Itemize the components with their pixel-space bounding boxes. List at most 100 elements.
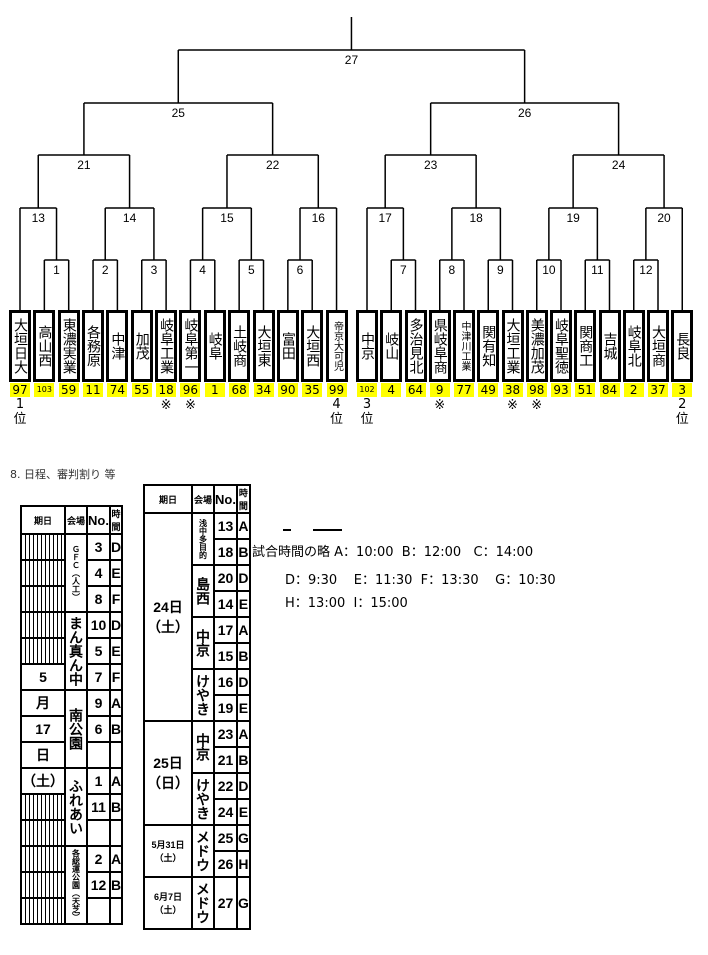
date-cell: 24日（土）: [143, 512, 193, 722]
team-box: 大垣西: [301, 310, 324, 382]
date-cell: 25日（日）: [143, 720, 193, 826]
time-cell: A: [235, 512, 251, 540]
team-name: 大垣商: [650, 325, 666, 367]
team-box: 関有知: [477, 310, 500, 382]
team-box: 大垣商: [647, 310, 669, 382]
team-name: 大垣日大: [12, 318, 28, 374]
team-name: 中京: [359, 332, 375, 360]
seed-number: 11: [83, 383, 104, 397]
final-rank: 3 位: [360, 397, 374, 427]
match-no-cell: 5: [86, 637, 111, 665]
date-cell: （土）: [20, 767, 66, 795]
seed-number: 1: [204, 383, 225, 397]
seed-number: 35: [302, 383, 323, 397]
time-cell: A: [235, 616, 251, 644]
team-box: 岐阜工業: [155, 310, 178, 382]
time-cell: G: [235, 824, 251, 852]
match-no-cell: [86, 897, 111, 925]
seed-number: 93: [551, 383, 571, 397]
hatched-cell: [20, 845, 66, 873]
team-name: 関商工: [577, 325, 594, 367]
seed-number: 74: [107, 383, 128, 397]
team-box: 吉城: [598, 310, 621, 382]
hatched-cell: [20, 793, 66, 821]
match-number: 22: [266, 158, 280, 172]
team-name: 岐阜北: [625, 325, 642, 367]
note-mark: ※: [507, 398, 518, 413]
team-name: 関有知: [480, 325, 497, 367]
seed-number: 97: [10, 383, 30, 397]
hatched-cell: [20, 585, 66, 613]
date-cell: 5: [20, 663, 66, 691]
team-box: 大垣日大: [9, 310, 31, 382]
match-no-cell: 9: [86, 689, 111, 717]
time-cell: B: [108, 871, 124, 899]
time-cell: F: [108, 663, 124, 691]
time-cell: B: [108, 715, 124, 743]
venue-cell-text: まん真ん中: [68, 616, 84, 686]
time-cell: D: [108, 611, 124, 639]
team-box: 関商工: [574, 310, 597, 382]
venue-cell-text: けやき: [195, 674, 211, 716]
match-number: 13: [32, 211, 46, 225]
match-number: 12: [639, 263, 653, 277]
match-no-cell: 2: [86, 845, 111, 873]
time-cell: E: [108, 637, 124, 665]
match-no-cell: 10: [86, 611, 111, 639]
time-cell: B: [108, 793, 124, 821]
team-name: 吉城: [601, 332, 618, 360]
team-name: 各務原: [85, 325, 102, 367]
team-box: 高山西: [33, 310, 56, 382]
seed-number: 38: [502, 383, 523, 397]
time-cell: F: [108, 585, 124, 613]
time-cell: A: [108, 845, 124, 873]
venue-cell: ふれあい: [64, 767, 88, 847]
match-no-cell: 13: [213, 512, 238, 540]
hatched-cell: [20, 559, 66, 587]
team-name: 土岐商: [231, 325, 248, 367]
header-no: No.: [86, 505, 111, 535]
venue-cell-text: 中京: [195, 629, 211, 657]
match-number: 24: [612, 158, 626, 172]
team-box: 中京: [356, 310, 378, 382]
team-name: 長良: [674, 332, 691, 360]
match-no-cell: 15: [213, 642, 238, 670]
time-legend-line1: 試合時間の略 A：10:00 B：12:00 C：14:00: [252, 541, 533, 560]
seed-number: 34: [253, 383, 274, 397]
seed-number: 4: [381, 383, 402, 397]
venue-cell-text: 南公園: [68, 708, 84, 750]
match-number: 15: [220, 211, 234, 225]
team-name: 加茂: [133, 332, 150, 360]
seed-number: 90: [277, 383, 298, 397]
team-box: 多治見北: [404, 310, 427, 382]
time-cell: B: [235, 642, 251, 670]
match-no-cell: 12: [86, 871, 111, 899]
match-number: 6: [297, 263, 304, 277]
seed-number: 2: [623, 383, 644, 397]
date-cell: 5月31日（土）: [143, 824, 193, 878]
header-time: 時間: [108, 505, 124, 535]
team-box: 岐阜: [203, 310, 226, 382]
match-number: 11: [591, 263, 604, 277]
venue-cell: 南公園: [64, 689, 88, 769]
venue-cell: 各総運公園（天芝）: [64, 845, 88, 925]
match-no-cell: 14: [213, 590, 238, 618]
team-name: 美濃加茂: [528, 318, 545, 374]
venue-cell-text: ふれあい: [68, 779, 84, 835]
time-cell: E: [235, 694, 251, 722]
match-no-cell: 21: [213, 746, 238, 774]
team-name: 大垣工業: [504, 318, 521, 374]
hatched-cell: [20, 611, 66, 639]
team-name: 大垣東: [255, 325, 272, 367]
team-name: 富田: [279, 332, 296, 360]
team-box: 長良: [671, 310, 694, 382]
final-rank: 1 位: [13, 397, 27, 427]
team-name: 中津川工業: [459, 321, 470, 371]
team-box: 帝京大可児: [325, 310, 348, 382]
match-number: 25: [172, 106, 186, 120]
match-number: 18: [469, 211, 483, 225]
seed-number: 98: [526, 383, 547, 397]
hatched-cell: [20, 871, 66, 899]
match-number: 2: [102, 263, 109, 277]
